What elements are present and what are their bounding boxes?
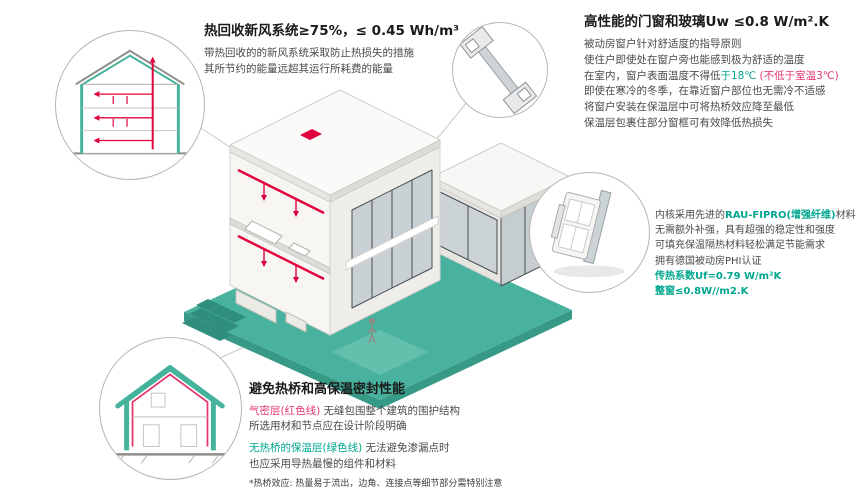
profile-line: 内核采用先进的RAU-FIPRO(增强纤维)材料 (655, 210, 856, 221)
ventilation-line: 其所节约的能量远超其运行所耗费的能量 (204, 62, 393, 75)
ventilation-title: 热回收新风系统≥75%，≤ 0.45 Wh/m³ (204, 23, 460, 39)
window-corner-icon (459, 25, 538, 115)
window-profile-icon (550, 189, 625, 278)
cutaway-interior (229, 151, 331, 336)
profile-section: 内核采用先进的RAU-FIPRO(增强纤维)材料 无需额外补强，具有超强的稳定性… (655, 208, 863, 299)
insulation-layer-label: 无热桥的保温层(绿色线) (249, 442, 363, 455)
house-main-block (229, 89, 441, 336)
garden-stairs (182, 299, 246, 341)
windows-line: 即使在寒冷的冬季，在靠近窗户部位也无需冷不适感 (584, 85, 826, 98)
airtight-layer-label: 气密层(红色线) (249, 404, 321, 417)
thermal-line: 气密层(红色线) 无缝包围整个建筑的围护结构 (249, 404, 461, 417)
windows-line: 将窗户安装在保温层中可将热桥效应降至最低 (584, 101, 794, 114)
windows-line: 保温层包裹住部分窗框可有效降低热损失 (584, 116, 773, 129)
thermal-title: 避免热桥和高保温密封性能 (249, 382, 406, 397)
roof-slab (229, 89, 441, 203)
ventilation-ducts (237, 168, 325, 281)
thermal-footnote: *热桥效应: 热量易于流出，边角、连接点等细节部分需特别注意 (249, 478, 503, 489)
windows-title: 高性能的门窗和玻璃Uw ≤0.8 W/m².K (584, 14, 829, 30)
u-value-frame: 传热系数Uf=0.79 W/m²K (655, 270, 782, 282)
duct-arrows (261, 195, 299, 283)
profile-line: 拥有德国被动房PHI认证 (655, 255, 762, 267)
thermal-envelope-circle (99, 337, 242, 480)
profile-line: 无需额外补强，具有超强的稳定性和强度 (655, 225, 835, 237)
thermal-line: 也应采用导热最慢的组件和材料 (249, 457, 396, 470)
ventilation-house-icon (69, 49, 191, 155)
ventilation-line: 带热回收的的新风系统采取防止热损失的措施 (204, 47, 414, 60)
windows-section: 高性能的门窗和玻璃Uw ≤0.8 W/m².K 被动房窗户针对舒适度的指导原则 … (584, 13, 860, 132)
glass-facade (345, 169, 439, 309)
profile-line: 可填充保温隔热材料轻松满足节能需求 (655, 240, 825, 252)
window-profile-circle (529, 172, 650, 293)
thermal-line: 所选用材和节点应在设计阶段明确 (249, 420, 407, 433)
temperature-highlight: 于18℃ (720, 69, 760, 82)
window-corner-circle (452, 22, 548, 118)
thermal-line: 无热桥的保温层(绿色线) 无法避免渗漏点时 (249, 442, 450, 455)
u-value-window: 整窗≤0.8W//m2.K (655, 285, 749, 297)
thermal-envelope-icon (109, 364, 232, 464)
temperature-note: (不低于室温3℃) (759, 69, 839, 82)
person-figure (367, 317, 377, 344)
windows-line: 使住户即使处在窗户旁也能感到极为舒适的温度 (584, 53, 805, 66)
ventilation-section: 热回收新风系统≥75%，≤ 0.45 Wh/m³ 带热回收的的新风系统采取防止热… (204, 22, 472, 78)
rau-fipro-highlight: RAU-FIPRO(增强纤维) (725, 210, 836, 221)
ventilation-detail-circle (55, 30, 205, 180)
thermal-section: 避免热桥和高保温密封性能 气密层(红色线) 无缝包围整个建筑的围护结构 所选用材… (249, 381, 569, 490)
windows-line: 被动房窗户针对舒适度的指导原则 (584, 38, 742, 51)
windows-line: 在室内，窗户表面温度不得低于18℃ (不低于室温3℃) (584, 69, 839, 82)
